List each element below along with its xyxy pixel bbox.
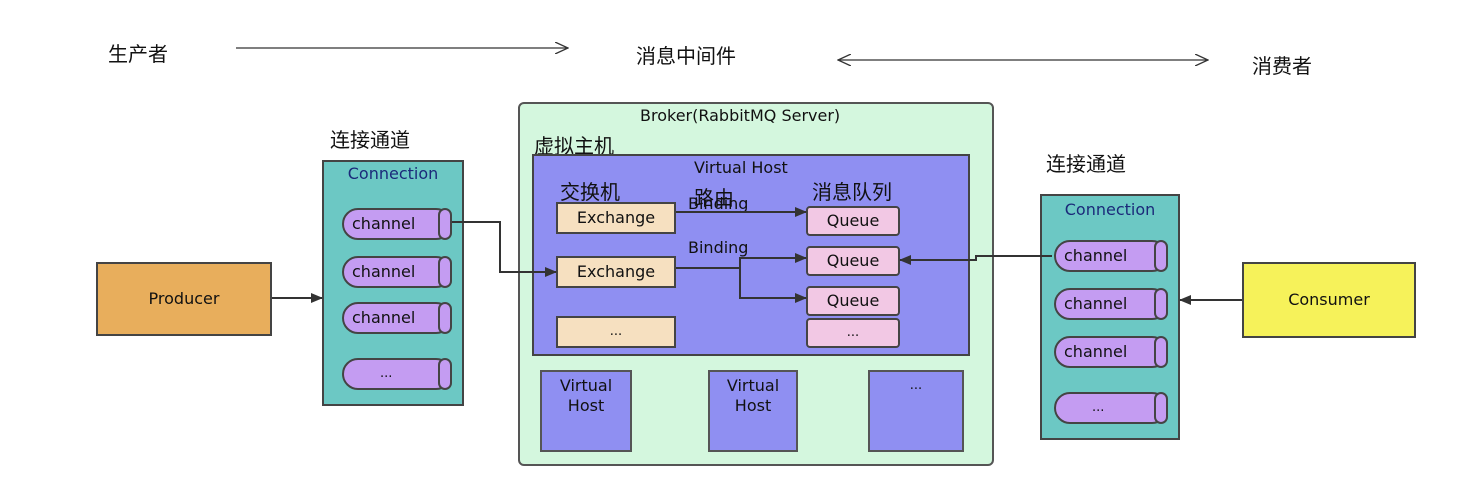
- right-channel-more[interactable]: ...: [1054, 392, 1168, 424]
- virtual-host-small-2[interactable]: Virtual Host: [708, 370, 798, 452]
- channel-label: channel: [1064, 294, 1128, 313]
- channel-cap: [1154, 288, 1168, 320]
- exchange-more[interactable]: ...: [556, 316, 676, 348]
- left-connection-box: Connection channel channel channel ...: [322, 160, 464, 406]
- right-connection-section-title: 连接通道: [1046, 152, 1126, 176]
- producer-box[interactable]: Producer: [96, 262, 272, 336]
- middleware-label: 消息中间件: [636, 44, 736, 68]
- exchange-1[interactable]: Exchange: [556, 202, 676, 234]
- queue-more[interactable]: ...: [806, 318, 900, 348]
- channel-label: ...: [1092, 400, 1105, 415]
- channel-label: channel: [352, 308, 416, 327]
- arrow-consumer-channel-to-queue: [899, 255, 1052, 265]
- left-channel-1[interactable]: channel: [342, 208, 452, 240]
- binding-label-2: Binding: [688, 238, 749, 257]
- queue-1[interactable]: Queue: [806, 206, 900, 236]
- channel-cap: [1154, 392, 1168, 424]
- left-channel-2[interactable]: channel: [342, 256, 452, 288]
- channel-label: channel: [1064, 342, 1128, 361]
- right-connection-box: Connection channel channel channel ...: [1040, 194, 1180, 440]
- consumer-box[interactable]: Consumer: [1242, 262, 1416, 338]
- channel-cap: [438, 256, 452, 288]
- right-channel-1[interactable]: channel: [1054, 240, 1168, 272]
- arrow-exchange2-to-queue2: [739, 253, 807, 268]
- left-connection-section-title: 连接通道: [330, 128, 410, 152]
- binding-label-1: Binding: [688, 194, 749, 213]
- channel-cap: [1154, 336, 1168, 368]
- channel-cap: [1154, 240, 1168, 272]
- right-channel-3[interactable]: channel: [1054, 336, 1168, 368]
- queue-3[interactable]: Queue: [806, 286, 900, 316]
- exchange-2[interactable]: Exchange: [556, 256, 676, 288]
- channel-cap: [438, 208, 452, 240]
- virtual-host-en-label: Virtual Host: [694, 158, 788, 177]
- producer-side-label: 生产者: [108, 42, 168, 66]
- channel-label: channel: [352, 262, 416, 281]
- queue-2[interactable]: Queue: [806, 246, 900, 276]
- channel-cap: [438, 302, 452, 334]
- consumer-side-label: 消费者: [1252, 54, 1312, 78]
- exchange-header: 交换机: [560, 180, 620, 204]
- right-channel-2[interactable]: channel: [1054, 288, 1168, 320]
- arrow-channel-to-exchange: [452, 221, 557, 277]
- channel-label: ...: [380, 366, 393, 381]
- virtual-host-small-1[interactable]: Virtual Host: [540, 370, 632, 452]
- arrow-exchange2-to-queue3: [739, 268, 807, 303]
- routing-header: 路由: [694, 186, 734, 210]
- channel-label: channel: [1064, 246, 1128, 265]
- broker-title: Broker(RabbitMQ Server): [640, 106, 841, 125]
- left-connection-title: Connection: [347, 164, 439, 183]
- channel-label: channel: [352, 214, 416, 233]
- virtual-host-small-more[interactable]: ...: [868, 370, 964, 452]
- channel-cap: [438, 358, 452, 390]
- left-channel-more[interactable]: ...: [342, 358, 452, 390]
- right-connection-title: Connection: [1064, 200, 1156, 219]
- left-channel-3[interactable]: channel: [342, 302, 452, 334]
- queue-header: 消息队列: [812, 180, 892, 204]
